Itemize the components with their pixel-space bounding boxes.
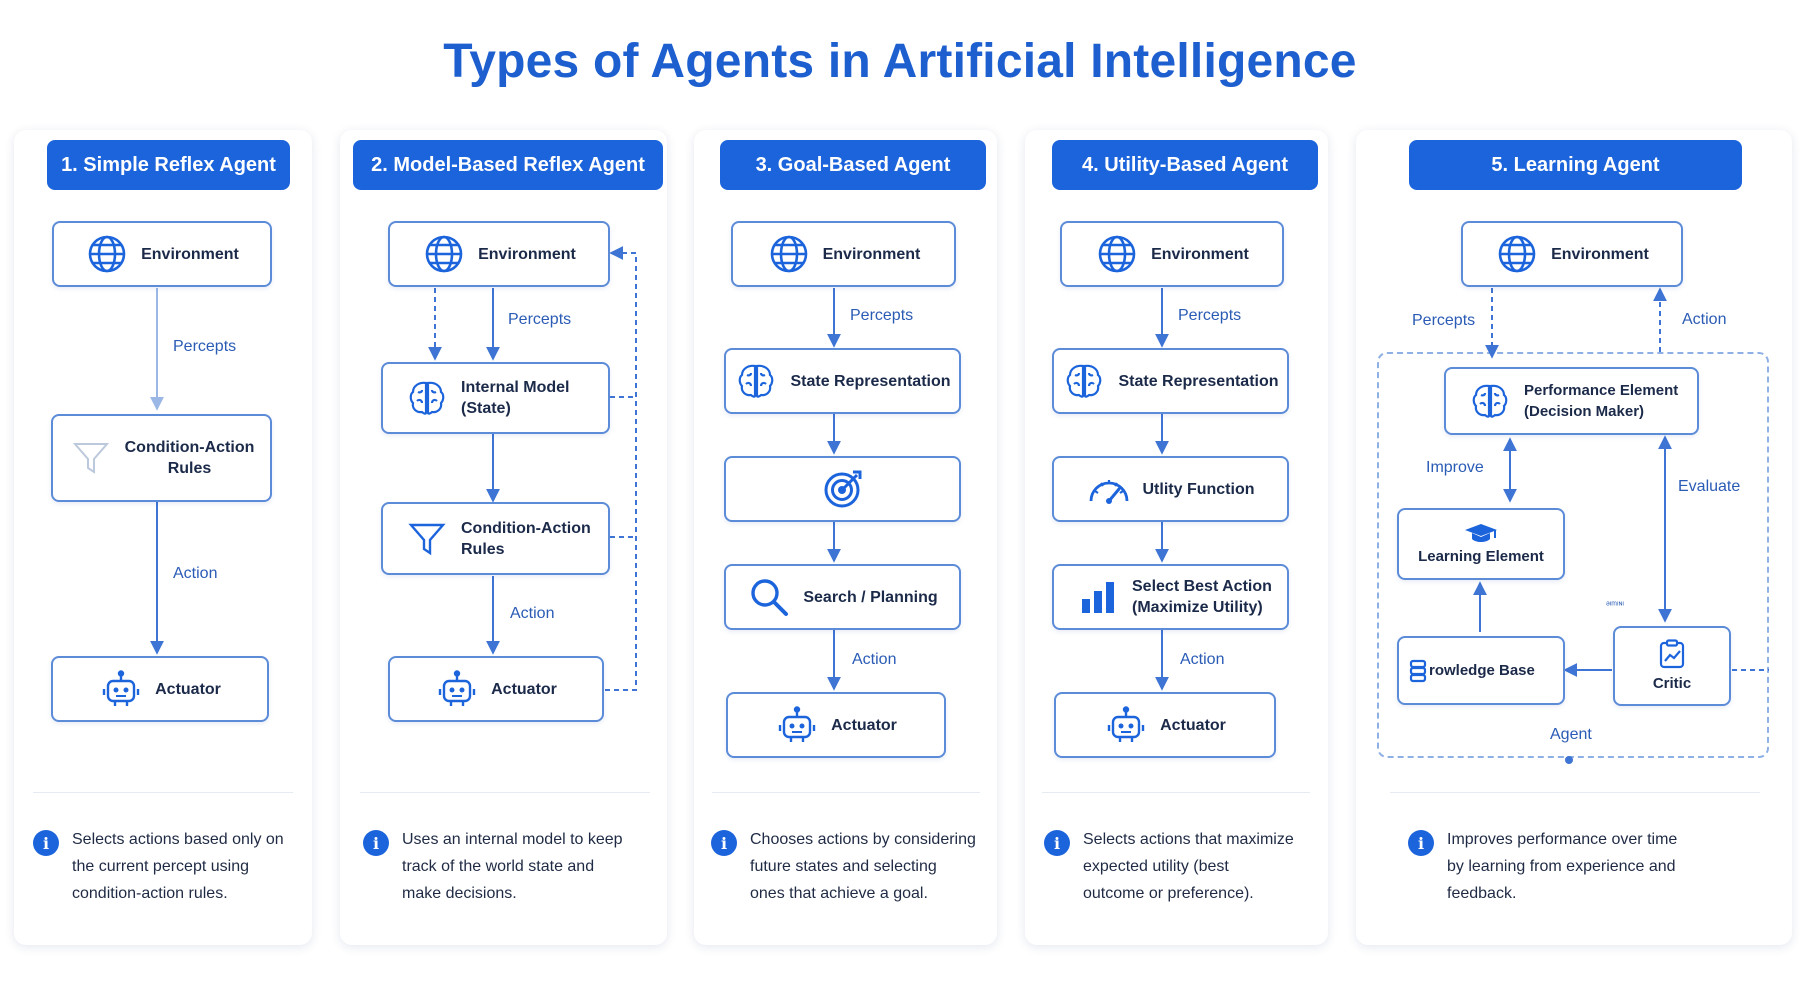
panel-header-model-based: 2. Model-Based Reflex Agent: [353, 140, 663, 190]
description: Selects actions based only on the curren…: [72, 831, 284, 902]
performance-label-line1: Performance Element: [1524, 382, 1679, 399]
graduation-cap-icon: [1464, 522, 1498, 544]
select-label-line1: Select Best Action: [1132, 578, 1272, 595]
internal-model-label-line2: (State): [461, 400, 511, 417]
info-icon: i: [1044, 830, 1070, 856]
action-label: Action: [1682, 311, 1727, 328]
critic-node: Critic: [1613, 626, 1731, 706]
brain-icon: [734, 359, 778, 403]
divider: [712, 792, 980, 793]
divider: [1390, 792, 1760, 793]
actuator-node: Actuator: [726, 692, 946, 758]
globe-icon: [1495, 232, 1539, 276]
description: Uses an internal model to keep track of …: [402, 831, 623, 902]
info-icon: i: [1408, 830, 1434, 856]
robot-icon: [435, 667, 479, 711]
environment-node: Environment: [1060, 221, 1284, 287]
brain-icon: [405, 376, 449, 420]
globe-icon: [422, 232, 466, 276]
gauge-icon: [1087, 467, 1131, 511]
rules-label-line1: Condition-Action: [124, 439, 255, 456]
actuator-node: Actuator: [51, 656, 269, 722]
funnel-icon: [405, 517, 449, 561]
panel-header-goal-based: 3. Goal-Based Agent: [720, 140, 986, 190]
percepts-label: Percepts: [508, 311, 572, 328]
globe-icon: [1095, 232, 1139, 276]
environment-node: Environment: [731, 221, 956, 287]
clipboard-chart-icon: [1658, 638, 1686, 669]
environment-node: Environment: [1461, 221, 1683, 287]
select-action-node: Select Best Action (Maximize Utility): [1052, 564, 1289, 630]
divider: [1042, 792, 1310, 793]
globe-icon: [85, 232, 129, 276]
robot-icon: [1104, 703, 1148, 747]
garbled-label: ᵊᶦᵐᶦᶰᶦ: [1606, 600, 1624, 611]
percepts-label: Percepts: [850, 307, 914, 324]
magnifier-icon: [747, 575, 791, 619]
page-title: Types of Agents in Artificial Intelligen…: [443, 35, 1357, 88]
action-label: Action: [173, 565, 218, 582]
state-representation-node: State Representation: [1052, 348, 1289, 414]
bar-chart-icon: [1076, 575, 1120, 619]
performance-element-node: Performance Element (Decision Maker): [1444, 367, 1699, 435]
divider: [33, 792, 293, 793]
utility-function-node: Utlity Function: [1052, 456, 1289, 522]
actuator-node: Actuator: [1054, 692, 1276, 758]
database-icon: [1409, 659, 1427, 683]
panel-header-utility-based: 4. Utility-Based Agent: [1052, 140, 1318, 190]
info-icon: i: [363, 830, 389, 856]
panel-header-simple-reflex: 1. Simple Reflex Agent: [47, 140, 290, 190]
learning-element-node: Learning Element: [1397, 508, 1565, 580]
description: Selects actions that maximize expected u…: [1083, 831, 1294, 902]
internal-model-node: Internal Model (State): [381, 362, 610, 434]
performance-label-line2: (Decision Maker): [1524, 403, 1645, 420]
environment-node: Environment: [52, 221, 272, 287]
state-representation-node: State Representation: [724, 348, 961, 414]
internal-model-label-line1: Internal Model: [461, 379, 570, 396]
environment-node: Environment: [388, 221, 610, 287]
brain-icon: [1468, 379, 1512, 423]
divider: [360, 792, 650, 793]
goal-node: [724, 456, 961, 522]
globe-icon: [767, 232, 811, 276]
action-label: Action: [852, 651, 897, 668]
rules-label-line1: Condition-Action: [461, 519, 591, 537]
rules-label-line2: Rules: [167, 460, 212, 477]
percepts-label: Percepts: [1178, 307, 1242, 324]
agent-label: Agent: [1550, 726, 1592, 743]
rules-label-line2: Rules: [461, 540, 505, 558]
target-icon: [822, 468, 864, 510]
robot-icon: [99, 667, 143, 711]
select-label-line2: (Maximize Utility): [1132, 599, 1263, 616]
improve-label: Improve: [1426, 459, 1484, 476]
action-label: Action: [1180, 651, 1225, 668]
actuator-node: Actuator: [388, 656, 604, 722]
percepts-label: Percepts: [173, 338, 237, 355]
info-icon: i: [711, 830, 737, 856]
percepts-label: Percepts: [1412, 312, 1476, 329]
panel-header-learning: 5. Learning Agent: [1409, 140, 1742, 190]
action-label: Action: [510, 605, 555, 622]
knowledge-base-node: rowledge Base: [1397, 636, 1565, 705]
funnel-icon: [69, 436, 113, 480]
robot-icon: [775, 703, 819, 747]
description: Chooses actions by considering future st…: [750, 831, 976, 902]
agent-boundary: [1377, 352, 1769, 758]
search-planning-node: Search / Planning: [724, 564, 961, 630]
evaluate-label: Evaluate: [1678, 478, 1741, 495]
description: Improves performance over time by learni…: [1447, 831, 1678, 902]
info-icon: i: [33, 830, 59, 856]
brain-icon: [1062, 359, 1106, 403]
